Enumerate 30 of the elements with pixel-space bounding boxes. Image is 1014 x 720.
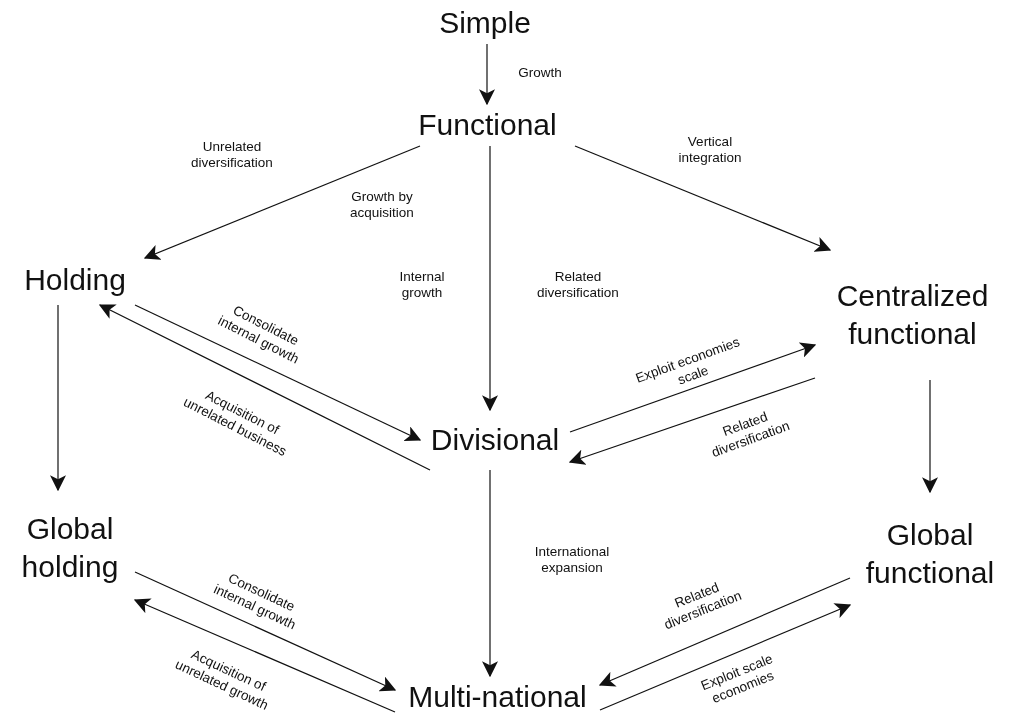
arrow <box>134 304 422 441</box>
stage-name: Holding <box>24 262 126 298</box>
stage-name: Centralized functional <box>835 278 990 352</box>
transition-label: Related diversification <box>536 269 620 301</box>
stage-name: Functional <box>418 107 557 143</box>
stage-name: Simple <box>439 5 531 41</box>
arrow <box>50 304 66 492</box>
stage-name: Multi-national <box>408 679 587 715</box>
arrow <box>134 571 397 692</box>
arrow <box>922 379 938 494</box>
arrow <box>482 145 498 412</box>
edge-label: Growth <box>517 65 563 81</box>
transition-label: Growth by acquisition <box>349 189 415 221</box>
edge-label: Internal growth <box>398 269 446 301</box>
arrow <box>479 43 495 106</box>
arrow <box>482 469 498 678</box>
edge-label: Vertical integration <box>677 134 743 166</box>
edge-label: International expansion <box>533 544 611 576</box>
stage-name: Global holding <box>20 510 120 585</box>
arrow <box>143 145 421 260</box>
arrow <box>569 342 817 433</box>
stage-name: Divisional <box>430 422 560 458</box>
arrow <box>599 603 852 711</box>
stage-name: Global functional <box>864 516 996 591</box>
arrow <box>574 145 832 252</box>
arrow <box>98 304 431 471</box>
edge-label: Unrelated diversification <box>190 139 274 171</box>
arrow <box>598 577 851 687</box>
arrow <box>568 377 816 465</box>
arrow <box>133 598 396 713</box>
